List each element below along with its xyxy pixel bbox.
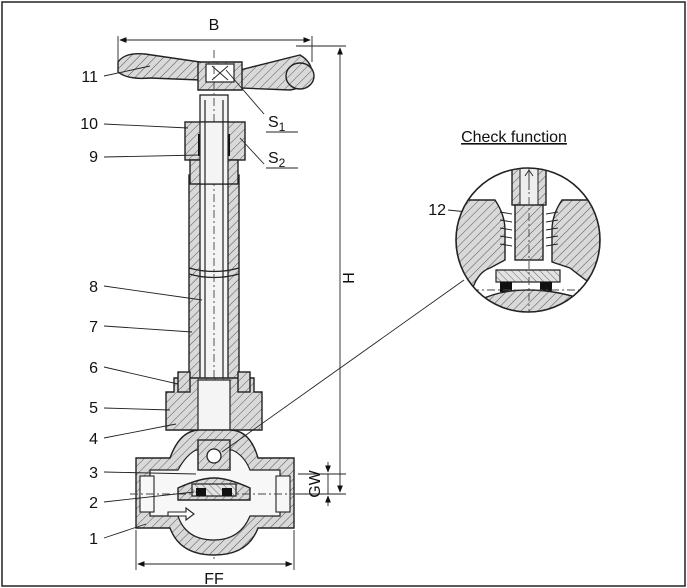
part-label-11: 11 xyxy=(81,69,98,86)
part-label-6: 6 xyxy=(89,360,98,377)
part-label-9: 9 xyxy=(89,149,98,166)
dimension-h-label: H xyxy=(341,272,358,284)
part-label-5: 5 xyxy=(89,400,98,417)
part-label-7: 7 xyxy=(89,319,98,336)
callout-s2: S2 xyxy=(268,150,286,170)
detail-title: Check function xyxy=(461,129,567,146)
dimension-lines xyxy=(117,36,346,570)
part-label-3: 3 xyxy=(89,465,98,482)
dimension-ff-label: FF xyxy=(204,571,224,588)
part-label-12: 12 xyxy=(428,202,446,219)
disc-seat xyxy=(191,439,237,497)
leader-lines xyxy=(103,65,507,539)
part-label-8: 8 xyxy=(89,279,98,296)
handwheel xyxy=(117,52,315,91)
part-label-1: 1 xyxy=(89,531,98,548)
callout-s1: S1 xyxy=(268,114,286,134)
dimension-gw-label: GW xyxy=(307,469,324,497)
check-function-detail xyxy=(455,167,601,313)
gland-packing xyxy=(184,121,246,185)
bonnet xyxy=(165,371,263,441)
dimension-b-label: B xyxy=(209,17,220,34)
part-label-2: 2 xyxy=(89,495,98,512)
part-label-10: 10 xyxy=(80,116,98,133)
part-label-4: 4 xyxy=(89,431,98,448)
